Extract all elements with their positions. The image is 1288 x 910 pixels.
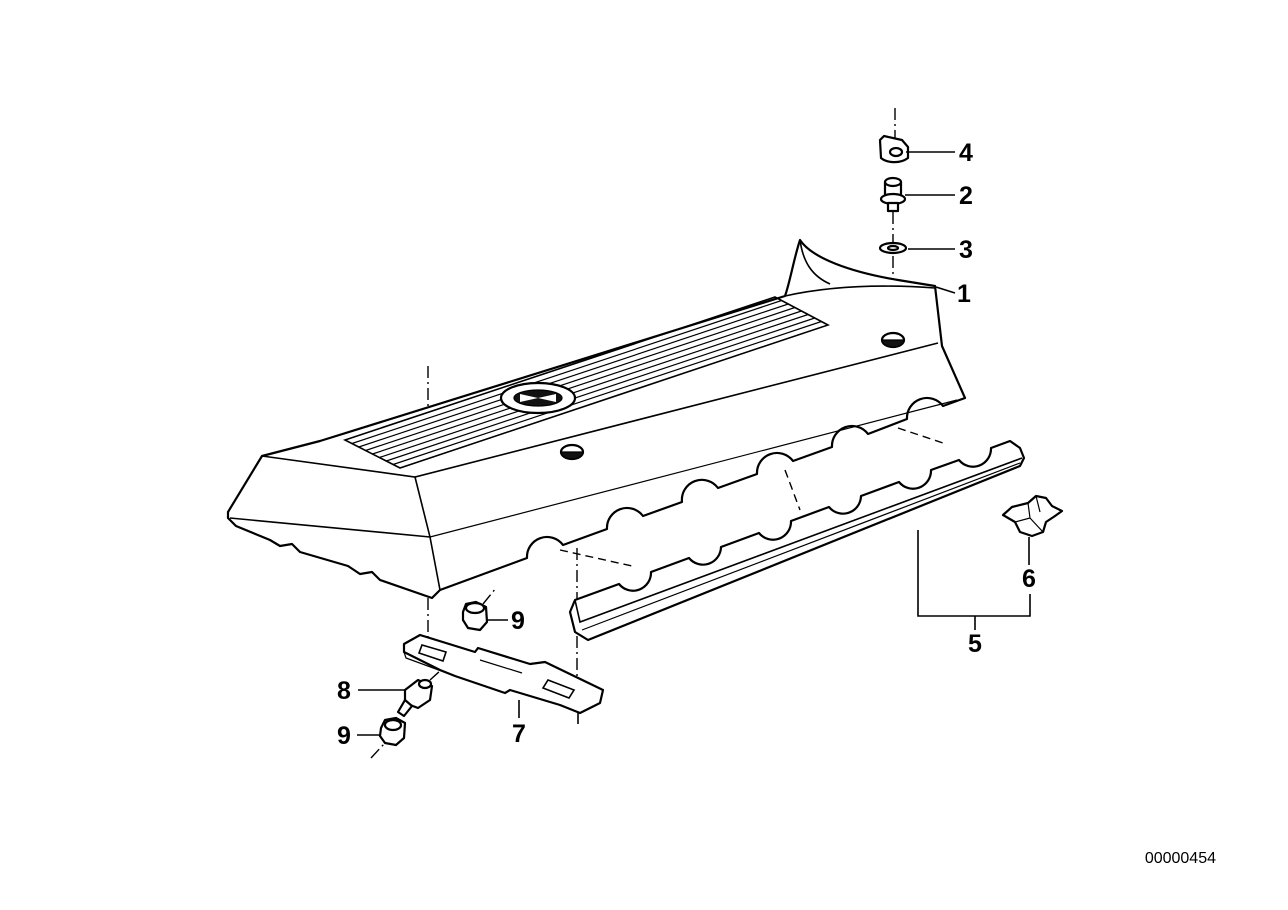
leader-lines	[357, 151, 1031, 736]
callout-9-bottom: 9	[337, 722, 351, 750]
mounting-hole-rear	[880, 331, 906, 349]
callout-1: 1	[957, 280, 971, 308]
callout-5: 5	[968, 630, 982, 658]
callout-3: 3	[959, 236, 973, 264]
alignment-dashes	[559, 427, 947, 567]
washer	[878, 241, 908, 255]
callout-8: 8	[337, 677, 351, 705]
ribbed-panel	[342, 296, 831, 469]
nut-bottom	[378, 716, 407, 747]
mounting-hole-front	[559, 443, 585, 461]
callout-2: 2	[959, 182, 973, 210]
bmw-emblem-icon	[499, 381, 577, 415]
engine-cover	[226, 238, 967, 600]
callout-9-top: 9	[511, 607, 525, 635]
bracket	[402, 633, 605, 724]
callout-4: 4	[959, 139, 973, 167]
clip	[1001, 494, 1064, 538]
stud	[396, 678, 434, 718]
nut-top	[461, 600, 489, 632]
callouts: 4 2 3 1 9 8 9 7 6 5	[337, 139, 1036, 750]
gasket-strip	[568, 439, 1026, 642]
callout-6: 6	[1022, 565, 1036, 593]
callout-7: 7	[512, 720, 526, 748]
grommet-screw	[879, 176, 907, 213]
diagram-number: 00000454	[1145, 850, 1216, 867]
cap	[878, 134, 910, 164]
